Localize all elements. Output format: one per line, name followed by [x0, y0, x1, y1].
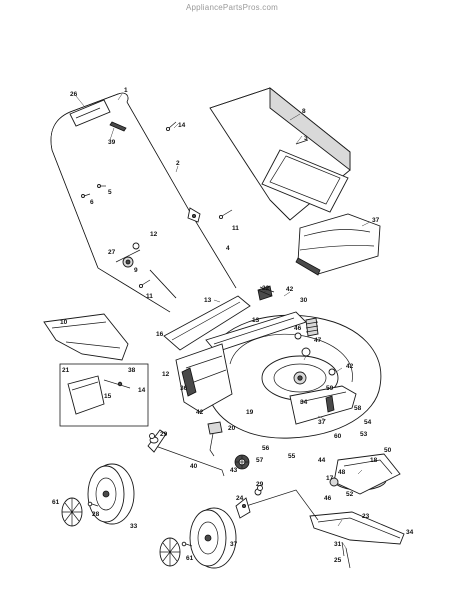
- callout-16: 16: [156, 331, 164, 338]
- front-baffle: [175, 343, 233, 413]
- callout-labels: 26 1 39 5 6 14 2 3 8 37 11 12 27 9 4 11 …: [52, 87, 414, 564]
- callout-6: 6: [90, 199, 94, 206]
- handle-knob-left: [122, 242, 140, 268]
- callout-39: 39: [108, 139, 116, 146]
- callout-42-c: 42: [196, 409, 204, 416]
- callout-59: 59: [326, 385, 334, 392]
- callout-12-b: 12: [162, 371, 170, 378]
- callout-46: 46: [294, 325, 302, 332]
- callout-23: 23: [362, 513, 370, 520]
- front-wheel: [87, 463, 135, 525]
- blade: [309, 511, 405, 569]
- callout-43: 43: [230, 467, 238, 474]
- callout-50: 50: [384, 447, 392, 454]
- callout-18: 18: [370, 457, 378, 464]
- callout-15: 15: [104, 393, 112, 400]
- callout-40: 40: [190, 463, 198, 470]
- callout-14-b: 14: [138, 387, 146, 394]
- callout-55: 55: [288, 453, 296, 460]
- front-hubcap: [61, 497, 83, 527]
- rear-axle: [235, 488, 319, 521]
- callout-11-b: 11: [146, 293, 153, 300]
- callout-27: 27: [108, 249, 116, 256]
- callout-25: 25: [334, 557, 342, 564]
- callout-9: 9: [134, 267, 138, 274]
- lower-handle: [97, 211, 237, 313]
- watermark-text: AppliancePartsPros.com: [186, 3, 278, 12]
- deck-spring-parts: [257, 285, 336, 376]
- upper-handle: [50, 92, 191, 269]
- callout-42-b: 42: [346, 363, 354, 370]
- callout-34-b: 34: [300, 399, 308, 406]
- callout-5: 5: [108, 189, 112, 196]
- callout-31: 31: [334, 541, 342, 548]
- handle-knob-right: [187, 207, 201, 223]
- callout-8: 8: [302, 108, 306, 115]
- callout-1: 1: [124, 87, 128, 94]
- rear-hubcap: [159, 537, 181, 567]
- callout-11: 11: [232, 225, 239, 232]
- drive-pinion: [234, 454, 250, 470]
- small-bolts: [81, 121, 233, 289]
- callout-26: 26: [70, 91, 78, 98]
- mulch-plug-inset-box: [59, 363, 149, 427]
- callout-37-b: 37: [318, 419, 326, 426]
- callout-4: 4: [226, 245, 230, 252]
- control-bar: [69, 99, 127, 132]
- callout-57: 57: [256, 457, 264, 464]
- callout-14: 14: [178, 122, 186, 129]
- callout-12: 12: [150, 231, 158, 238]
- callout-46-b: 46: [324, 495, 332, 502]
- callout-29: 29: [160, 431, 168, 438]
- wheel-bolts: [87, 433, 263, 547]
- rear-shield: [295, 213, 381, 276]
- callout-61: 61: [52, 499, 60, 506]
- callout-60: 60: [334, 433, 342, 440]
- callout-17: 17: [326, 475, 334, 482]
- callout-37: 37: [372, 217, 380, 224]
- callout-37-c: 37: [230, 541, 238, 548]
- callout-13-b: 13: [252, 317, 260, 324]
- callout-33: 33: [130, 523, 138, 530]
- callout-42: 42: [286, 286, 294, 293]
- callout-47: 47: [314, 337, 322, 344]
- rear-flap: [43, 313, 129, 361]
- callout-30: 30: [300, 297, 308, 304]
- callout-34: 34: [406, 529, 414, 536]
- callout-58: 58: [354, 405, 362, 412]
- callout-54: 54: [364, 419, 372, 426]
- callout-28: 28: [92, 511, 100, 518]
- callout-52: 52: [346, 491, 354, 498]
- callout-10: 10: [60, 319, 68, 326]
- callout-3: 3: [304, 135, 308, 142]
- callout-20: 20: [228, 425, 236, 432]
- bag-frame: [261, 139, 349, 213]
- callout-22: 22: [262, 285, 270, 292]
- side-discharge-chute: [163, 295, 251, 351]
- callout-44: 44: [318, 457, 326, 464]
- height-adjuster-rear: [289, 385, 357, 425]
- rear-wheel: [189, 507, 237, 569]
- callout-24: 24: [236, 495, 244, 502]
- callout-2: 2: [176, 160, 180, 167]
- callout-53: 53: [360, 431, 368, 438]
- callout-48: 48: [338, 469, 346, 476]
- leader-lines: [75, 93, 371, 549]
- callout-38: 38: [128, 367, 136, 374]
- callout-29-b: 29: [256, 481, 264, 488]
- callout-13: 13: [204, 297, 212, 304]
- callout-36: 36: [180, 385, 188, 392]
- drive-belt-assembly: [329, 453, 401, 495]
- callout-19: 19: [246, 409, 254, 416]
- front-axle: [147, 421, 225, 477]
- callout-56: 56: [262, 445, 270, 452]
- callout-21: 21: [62, 367, 70, 374]
- callout-61-b: 61: [186, 555, 194, 562]
